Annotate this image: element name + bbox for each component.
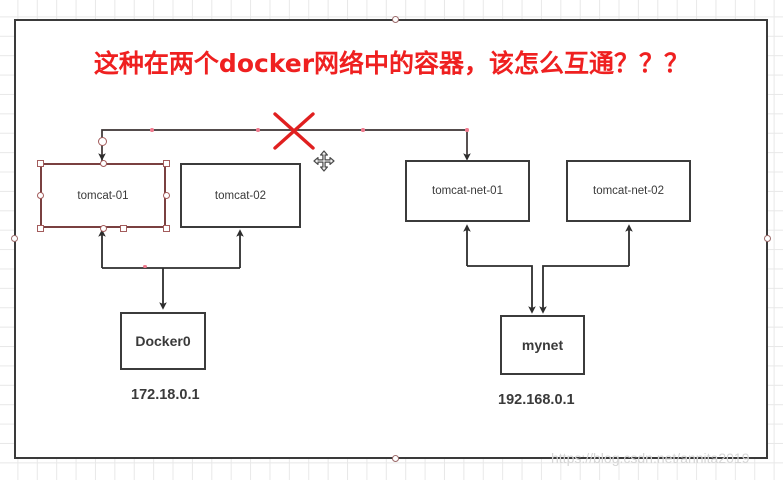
node-handle-bottom-left[interactable] (36, 224, 44, 232)
move-cursor-icon (313, 150, 335, 172)
node-label: mynet (521, 337, 564, 353)
wire-waypoint-dot[interactable] (256, 128, 260, 132)
wire-waypoint-dot[interactable] (150, 128, 154, 132)
node-tomcat-01[interactable]: tomcat-01 (40, 163, 166, 228)
caption-docker0-ip: 172.18.0.1 (131, 387, 200, 403)
wire-waypoint-dot[interactable] (361, 128, 365, 132)
node-label: tomcat-02 (214, 189, 267, 202)
page-handle-top[interactable] (392, 15, 399, 23)
drawing-page[interactable] (14, 19, 768, 459)
wire-waypoint-dot[interactable] (143, 264, 147, 268)
node-handle-top-left[interactable] (36, 159, 44, 167)
node-label: tomcat-net-02 (593, 185, 664, 197)
node-tomcat-net-02[interactable]: tomcat-net-02 (566, 160, 691, 222)
page-handle-right[interactable] (764, 235, 771, 242)
node-handle-bottom-center[interactable] (99, 224, 107, 232)
node-label: tomcat-net-01 (432, 185, 503, 197)
node-mynet[interactable]: mynet (500, 315, 585, 375)
node-docker0[interactable]: Docker0 (120, 312, 206, 370)
node-tomcat-02[interactable]: tomcat-02 (180, 163, 301, 228)
node-label: Docker0 (135, 333, 191, 349)
diagram-title: 这种在两个docker网络中的容器，该怎么互通？？？ (93, 49, 690, 78)
node-handle-middle-right[interactable] (162, 192, 170, 199)
node-handle-middle-left[interactable] (36, 192, 44, 199)
caption-mynet-ip: 192.168.0.1 (498, 392, 575, 408)
node-handle-top-right[interactable] (162, 159, 170, 167)
connector-handle[interactable] (119, 224, 127, 232)
page-handle-left[interactable] (10, 235, 18, 242)
node-handle-bottom-right[interactable] (162, 224, 170, 232)
node-tomcat-net-01[interactable]: tomcat-net-01 (405, 160, 530, 222)
page-handle-bottom[interactable] (392, 455, 399, 462)
wire-endpoint-handle[interactable] (97, 137, 107, 146)
blocked-cross-icon (273, 112, 315, 150)
watermark-text: https://blog.csdn.net/annita2019 (551, 450, 750, 466)
wire-endpoint-dot[interactable] (465, 128, 469, 132)
node-handle-top-center[interactable] (99, 159, 107, 167)
node-label: tomcat-01 (77, 189, 129, 202)
